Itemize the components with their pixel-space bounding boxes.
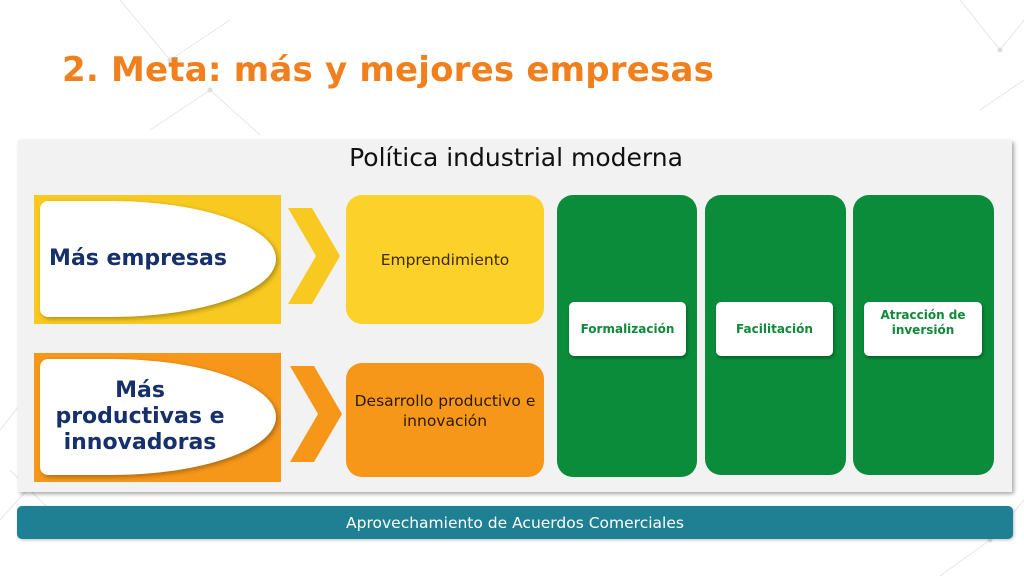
panel-title: Política industrial moderna (349, 143, 683, 172)
pillar-label-facilitation: Facilitación (716, 302, 833, 356)
goal-more-productive: Más productivas e innovadoras (34, 353, 281, 482)
pillar-label-investment: Atracción de inversión (864, 302, 982, 356)
footer-bar: Aprovechamiento de Acuerdos Comerciales (17, 506, 1013, 539)
chevron-right-icon (290, 366, 342, 462)
chevron-right-icon (288, 208, 340, 304)
goal-label-more-productive: Más productivas e innovadoras (40, 359, 276, 475)
outcome-entrepreneurship: Emprendimiento (346, 195, 544, 324)
pillar-label-formalization: Formalización (569, 302, 686, 356)
footer-label: Aprovechamiento de Acuerdos Comerciales (346, 513, 684, 532)
goal-more-companies: Más empresas (34, 195, 281, 324)
outcome-productive-development: Desarrollo productivo e innovación (346, 363, 544, 477)
goal-label-more-companies: Más empresas (40, 201, 276, 317)
page-title: 2. Meta: más y mejores empresas (62, 50, 715, 90)
